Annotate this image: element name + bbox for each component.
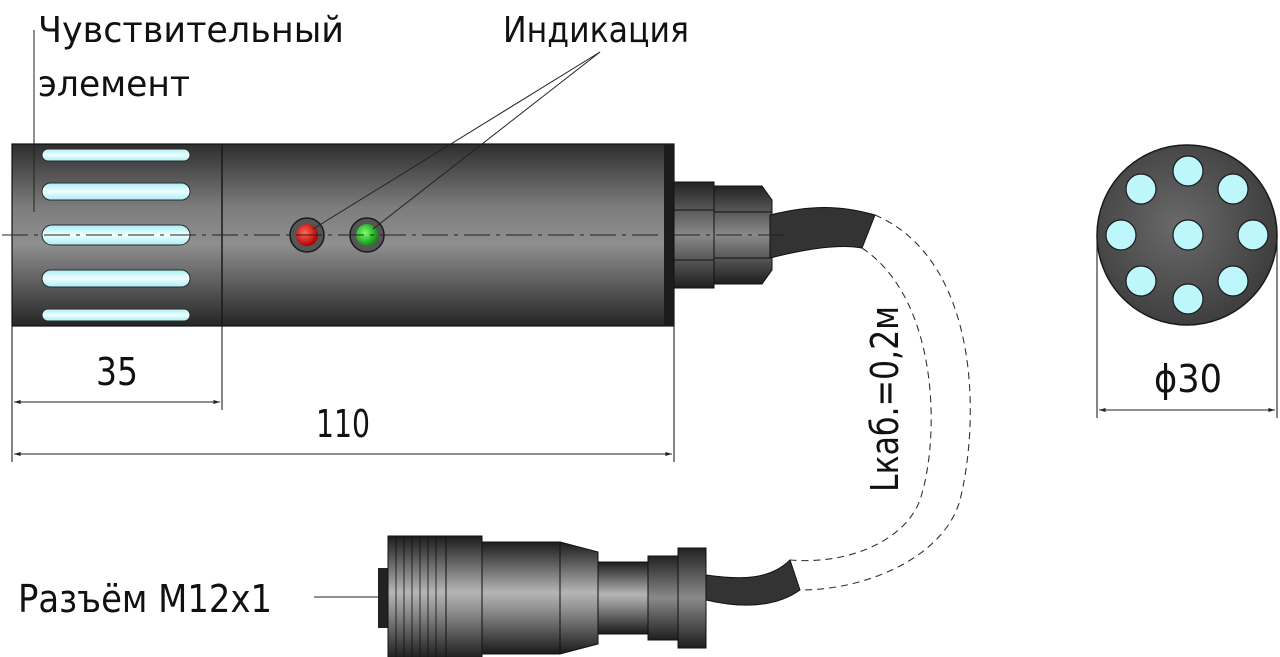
- indication-leaders: [312, 51, 601, 230]
- dimension-110-label: 110: [316, 402, 370, 446]
- connector-m12: [378, 535, 707, 657]
- cable-length-label: Lкаб.=0,2м: [863, 306, 907, 492]
- dimension-35-label: 35: [96, 350, 138, 394]
- cable-lower: [705, 559, 801, 606]
- sensing-element-label-line1: Чувствительный: [38, 10, 344, 51]
- dimension-diameter: [1096, 240, 1278, 418]
- diameter-label: ϕ30: [1154, 357, 1222, 401]
- end-view: [1096, 144, 1278, 326]
- indication-label: Индикация: [503, 10, 689, 51]
- dimension-35: [11, 326, 223, 462]
- cable-upper: [769, 207, 876, 259]
- cable-hidden: [789, 214, 971, 591]
- connector-label: Разъём М12х1: [18, 577, 272, 621]
- sensing-element-label-line2: элемент: [38, 64, 190, 105]
- red-led-icon: [289, 217, 325, 253]
- dimension-110: [14, 326, 675, 462]
